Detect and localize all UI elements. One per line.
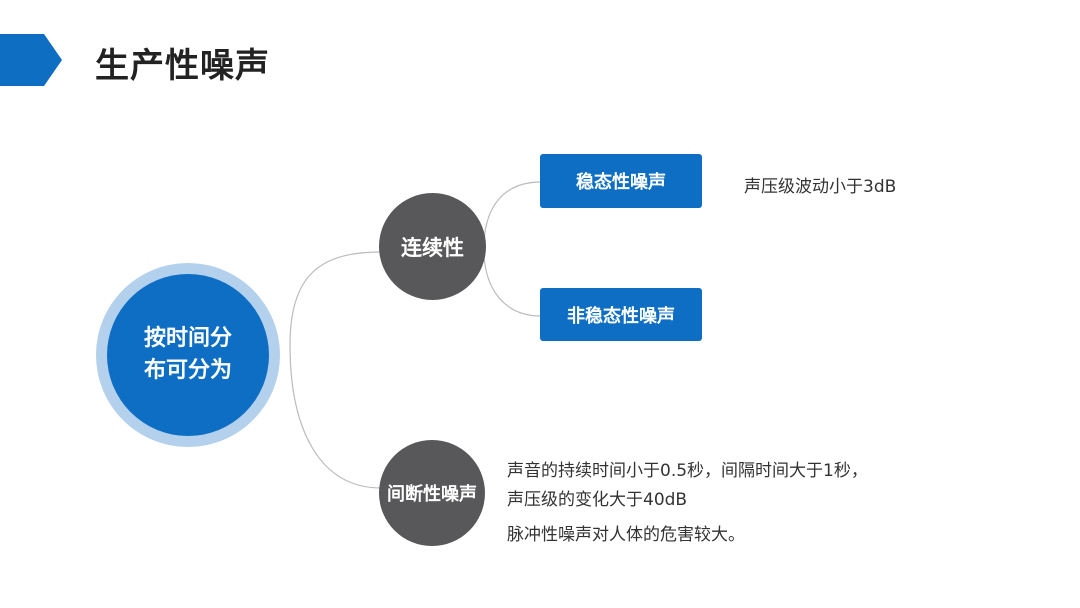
page-title: 生产性噪声	[95, 46, 270, 86]
connector-root-to-continuous	[289, 251, 382, 346]
continuous-node: 连续性	[379, 193, 486, 300]
intermittent-node: 间断性噪声	[379, 440, 485, 546]
intermittent-description-line-3: 脉冲性噪声对人体的危害较大。	[507, 525, 745, 545]
connector-continuous-to-steady	[483, 181, 542, 243]
unsteady-noise-box: 非稳态性噪声	[540, 288, 702, 341]
steady-noise-description: 声压级波动小于3dB	[744, 177, 897, 197]
intermittent-description-line-1: 声音的持续时间小于0.5秒，间隔时间大于1秒，	[507, 461, 868, 481]
root-label-line-1: 按时间分	[143, 326, 232, 351]
root-node: 按时间分 布可分为	[107, 274, 269, 436]
root-label-line-2: 布可分为	[143, 358, 232, 383]
steady-noise-box: 稳态性噪声	[540, 154, 702, 208]
connector-continuous-to-unsteady	[483, 254, 542, 317]
connector-root-to-intermittent	[289, 344, 382, 489]
intermittent-description-line-2: 声压级的变化大于40dB	[507, 490, 688, 510]
